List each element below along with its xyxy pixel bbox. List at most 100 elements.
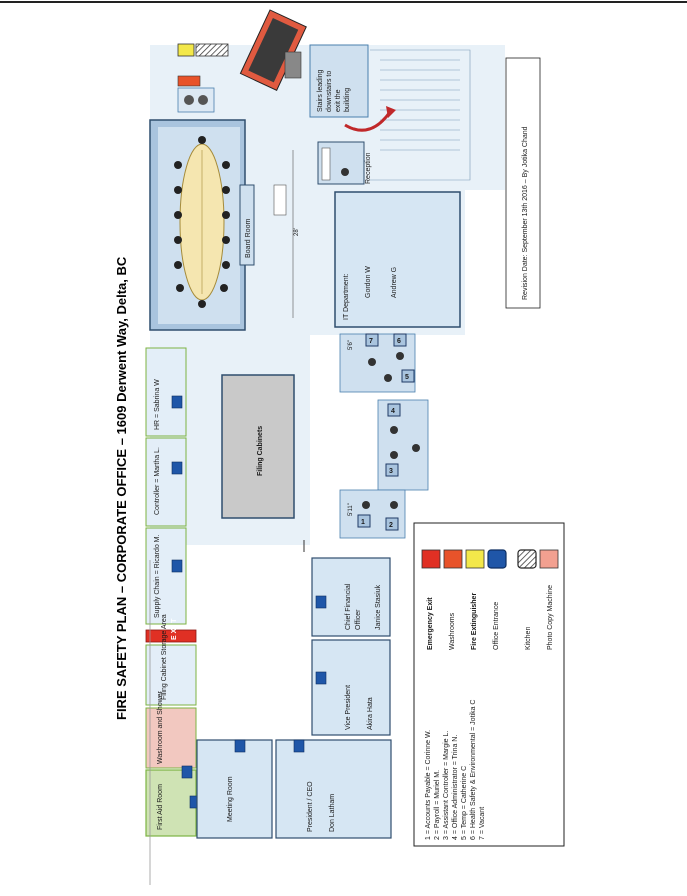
cfo-office-entrance: [315, 595, 327, 609]
filing-cabinets-label: Filing Cabinets: [257, 426, 264, 476]
filing-cabinets: [221, 374, 295, 519]
vp-office: [311, 639, 391, 736]
svg-text:Filing Cabinets: Filing Cabinets: [257, 426, 264, 476]
supply-chain-office-entrance: [171, 559, 183, 573]
revision-text: Revision Date: September 13th 2016 – By …: [522, 126, 529, 300]
svg-text:IT Department:: IT Department:: [343, 273, 350, 320]
legend-box: [413, 522, 565, 847]
svg-text:5'11": 5'11": [348, 503, 354, 516]
meeting-room-entrance: [234, 739, 246, 753]
svg-text:Vice President: Vice President: [345, 685, 352, 730]
board-chairs: [174, 136, 230, 308]
washroom-shower: [145, 707, 197, 769]
svg-text:downstairs to: downstairs to: [326, 71, 333, 112]
controller-office: [145, 437, 187, 527]
emergency-exit-sign: [145, 629, 197, 643]
svg-text:6 = Health Safety & Environmen: 6 = Health Safety & Environmental = Joti…: [470, 700, 477, 840]
washroom-marker: [177, 75, 201, 87]
svg-text:Washrooms: Washrooms: [449, 612, 456, 650]
svg-text:Kitchen: Kitchen: [525, 627, 532, 650]
exit-sign-label: E X I T: [171, 618, 178, 640]
svg-text:Officer: Officer: [355, 609, 362, 630]
svg-text:Meeting Room: Meeting Room: [227, 776, 234, 822]
svg-text:5 = Temp = Catherine C: 5 = Temp = Catherine C: [461, 766, 468, 840]
workstation-2: 2: [385, 517, 399, 531]
svg-text:3: 3: [389, 468, 393, 475]
stairs-label-box: [309, 44, 369, 118]
svg-text:7 = Vacant: 7 = Vacant: [479, 807, 486, 840]
plan-title-group: FIRE SAFETY PLAN – CORPORATE OFFICE – 16…: [114, 256, 129, 720]
supply-chain-office: [145, 527, 187, 625]
svg-text:Don Latham: Don Latham: [329, 794, 336, 832]
svg-text:Stairs leading: Stairs leading: [317, 69, 324, 112]
legend-entrance-swatch: [487, 549, 507, 569]
exit-arrow-head: [386, 106, 396, 118]
meeting-room: [196, 739, 273, 839]
svg-text:Emergency Exit: Emergency Exit: [427, 597, 434, 650]
dimension-56: 5'6": [348, 340, 354, 350]
svg-text:Revision Date: September 13th: Revision Date: September 13th 2016 – By …: [522, 126, 529, 300]
svg-text:7: 7: [369, 338, 373, 345]
svg-text:3 = Assistant Controller = Mar: 3 = Assistant Controller = Margie L.: [443, 731, 450, 840]
top-washroom: [177, 87, 215, 113]
cfo-office-label: Chief Financial Officer Janice Stasiuk: [345, 583, 382, 630]
legend-emergency-exit-swatch: [421, 549, 441, 569]
svg-text:Akira Hata: Akira Hata: [367, 697, 374, 730]
board-cabinet: [273, 184, 287, 216]
controller-office-label: Controller = Martha L.: [154, 447, 161, 515]
hr-office-entrance: [171, 395, 183, 409]
legend-extinguisher-swatch: [465, 549, 485, 569]
svg-text:5: 5: [405, 374, 409, 381]
legend-washroom-swatch: [443, 549, 463, 569]
workstation-1: 1: [357, 514, 371, 528]
meeting-room-label: Meeting Room: [227, 776, 234, 822]
workstation-chairs: [362, 352, 420, 509]
staff-list: 1 = Accounts Payable = Corinne W. 2 = Pa…: [425, 700, 486, 840]
president-office-label: President / CEO Don Latham: [307, 781, 336, 832]
toilet-icon: [198, 95, 208, 105]
svg-text:exit the: exit the: [335, 89, 342, 112]
svg-text:6: 6: [397, 338, 401, 345]
svg-text:2 = Payroll = Muriel M.: 2 = Payroll = Muriel M.: [434, 770, 441, 840]
legend-labels: Emergency Exit Washrooms Fire Extinguish…: [427, 585, 554, 650]
svg-text:Office Entrance: Office Entrance: [493, 602, 500, 650]
reception-label: Reception: [365, 152, 372, 184]
hr-office: [145, 347, 187, 437]
exit-arrow: [344, 111, 392, 132]
svg-text:4 = Office Administrator = Tri: 4 = Office Administrator = Trina N.: [452, 735, 459, 840]
svg-text:E X I T: E X I T: [171, 618, 178, 640]
svg-text:Andrew G: Andrew G: [391, 267, 398, 298]
workstation-7: 7: [365, 333, 379, 347]
svg-text:28': 28': [294, 228, 300, 236]
plan-title: FIRE SAFETY PLAN – CORPORATE OFFICE – 16…: [114, 256, 129, 720]
svg-text:Board Room: Board Room: [245, 219, 252, 258]
it-department-room: [334, 191, 461, 328]
board-room-label: Board Room: [245, 219, 252, 258]
printer: [284, 51, 302, 79]
svg-text:President / CEO: President / CEO: [307, 781, 314, 832]
board-room-label-box: [239, 184, 255, 266]
filing-storage-area: [145, 644, 197, 706]
revision-box: [505, 57, 541, 309]
svg-text:HR = Sabrina W: HR = Sabrina W: [154, 379, 161, 430]
svg-text:First Aid Room: First Aid Room: [157, 784, 164, 830]
reception-desk: [321, 147, 331, 181]
washroom-shower-label: Washroom and Shower: [157, 690, 164, 764]
svg-text:2: 2: [389, 522, 393, 529]
svg-text:1 = Accounts Payable = Corinne: 1 = Accounts Payable = Corinne W.: [425, 730, 432, 840]
filing-storage-label: Filing Cabinet Storage Area: [161, 614, 168, 700]
supply-chain-office-label: Supply Chain = Ricardo M.: [154, 534, 161, 618]
vp-office-label: Vice President Akira Hata: [345, 685, 374, 730]
legend-photocopy-swatch: [539, 549, 559, 569]
first-aid-label: First Aid Room: [157, 784, 164, 830]
svg-text:Fire Extinguisher: Fire Extinguisher: [471, 593, 478, 650]
svg-text:Reception: Reception: [365, 152, 372, 184]
svg-text:Gordon W: Gordon W: [365, 266, 372, 298]
dimension-511: 5'11": [348, 503, 354, 516]
president-office-entrance: [293, 739, 305, 753]
fire-extinguisher-marker: [177, 43, 195, 57]
hr-office-label: HR = Sabrina W: [154, 379, 161, 430]
workstation-3: 3: [385, 463, 399, 477]
reception-chair: [341, 168, 349, 176]
svg-text:Photo Copy Machine: Photo Copy Machine: [547, 585, 554, 650]
